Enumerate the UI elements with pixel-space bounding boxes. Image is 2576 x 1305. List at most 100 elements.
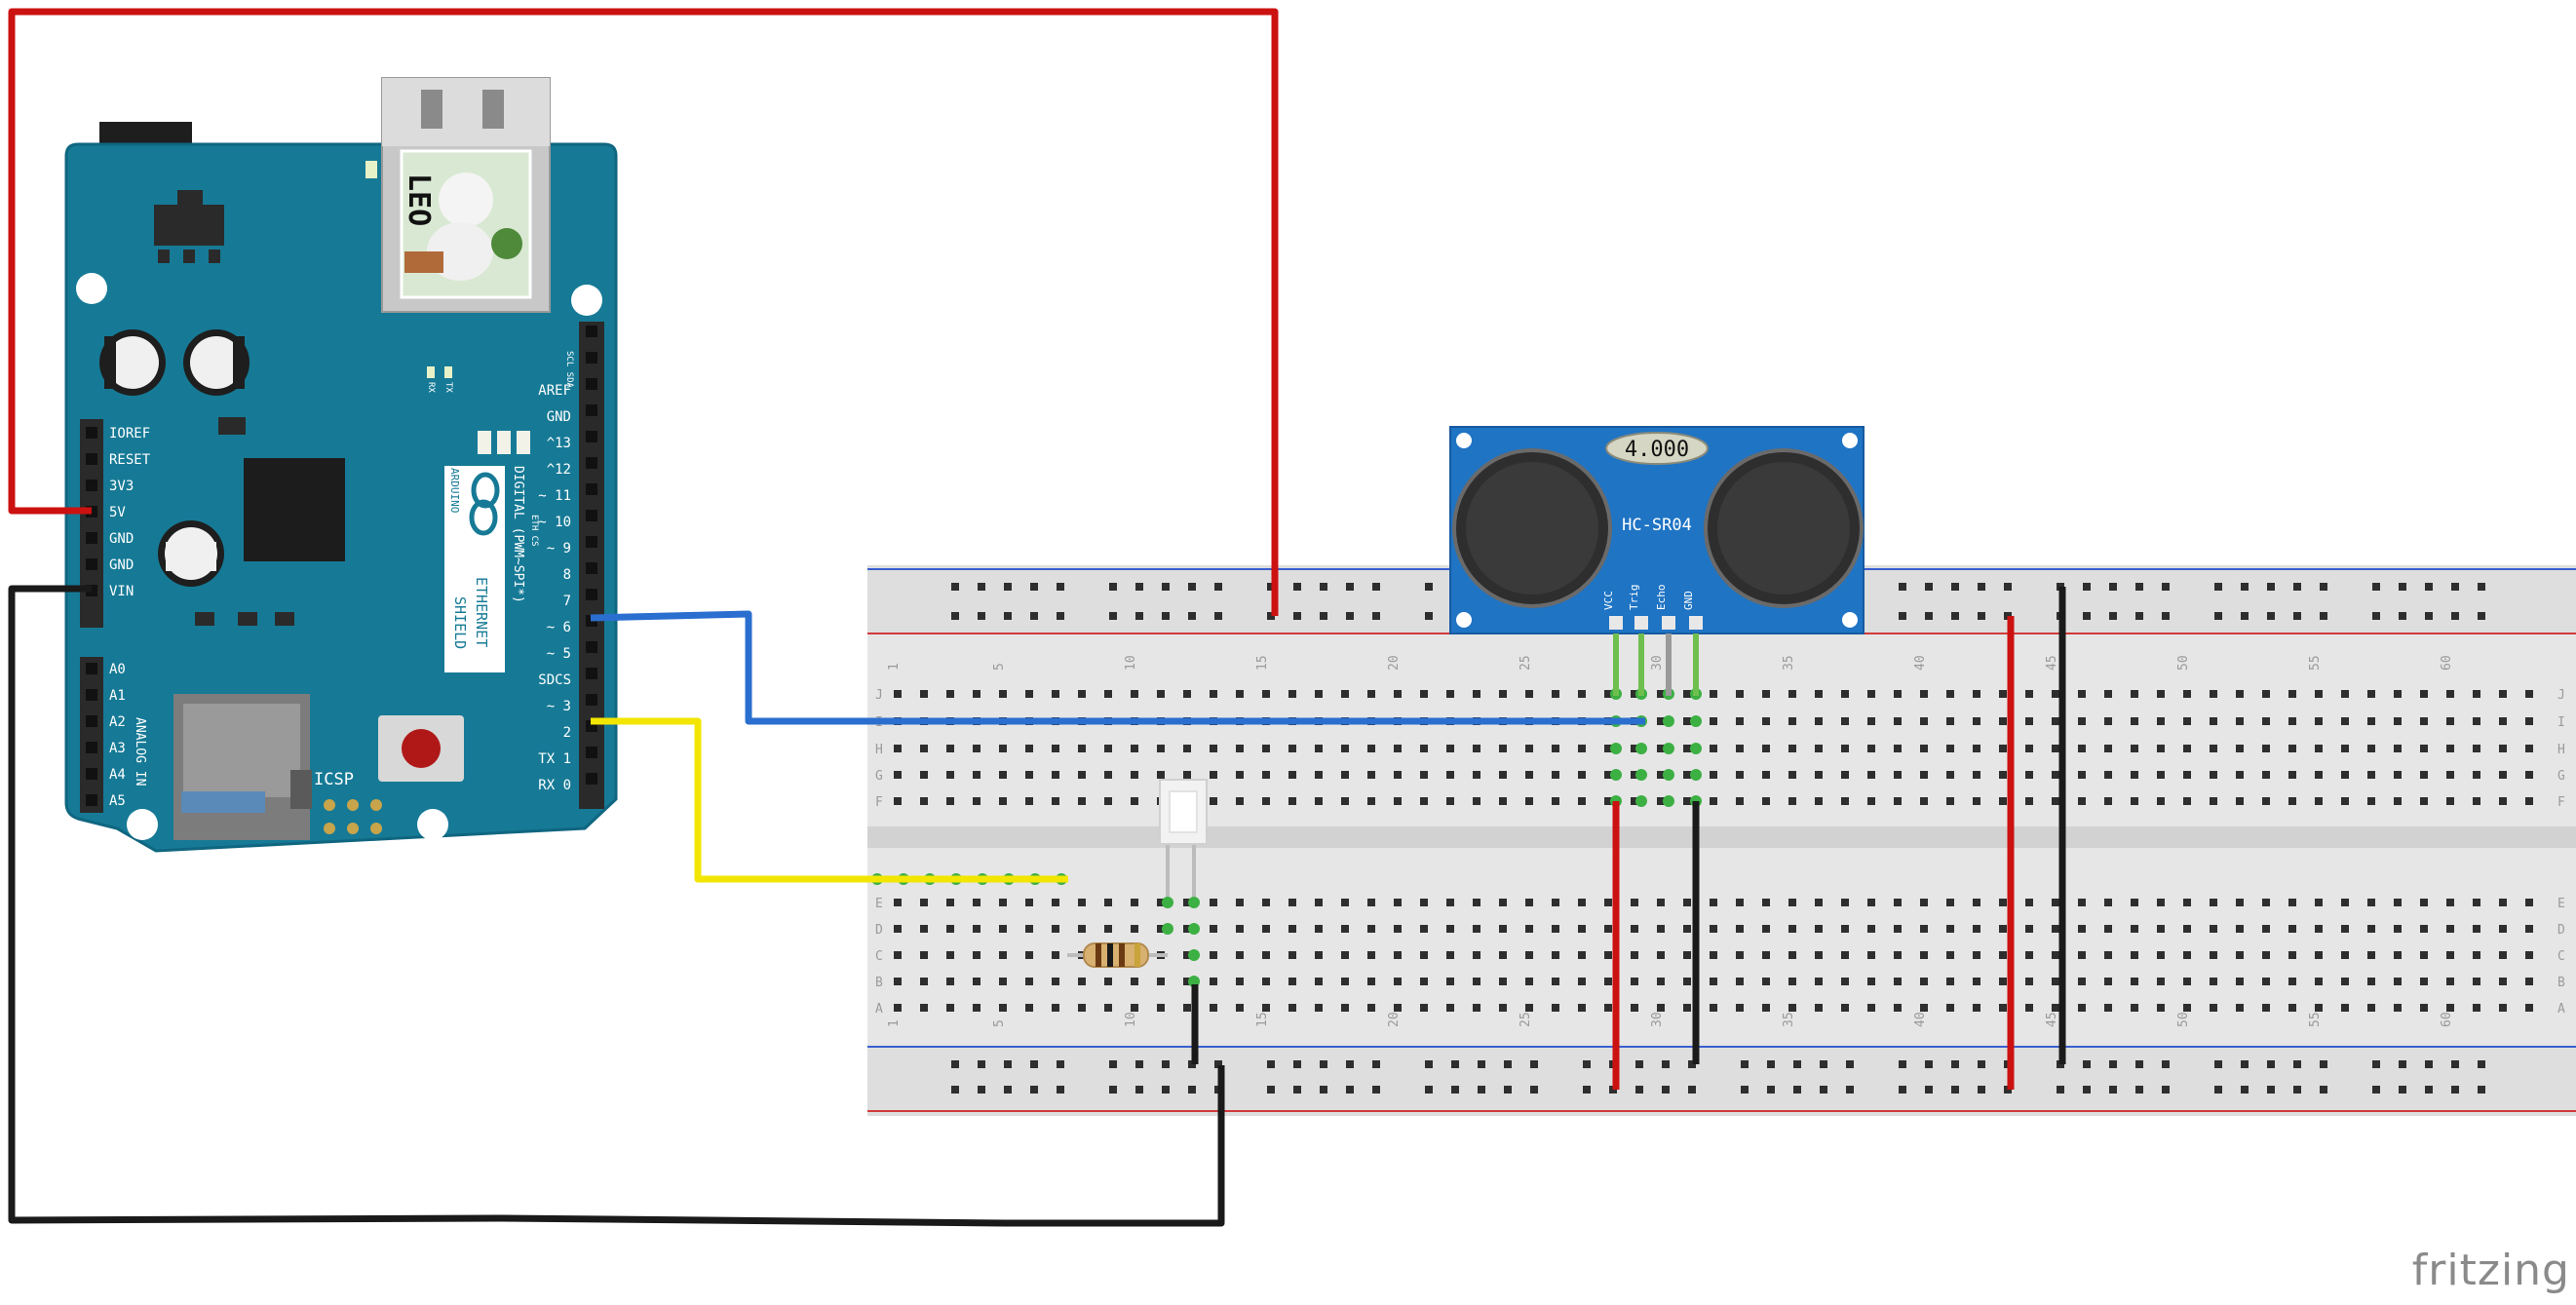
breadboard-hole[interactable]: [2499, 745, 2507, 752]
rail-hole[interactable]: [978, 583, 985, 591]
breadboard-hole[interactable]: [1341, 1004, 1349, 1012]
breadboard-hole[interactable]: [1788, 797, 1796, 805]
rail-hole[interactable]: [1162, 612, 1170, 620]
breadboard-hole[interactable]: [2183, 717, 2191, 725]
rail-hole[interactable]: [2004, 583, 2012, 591]
breadboard-hole[interactable]: [2052, 717, 2059, 725]
header-pin[interactable]: [86, 742, 97, 753]
breadboard-hole[interactable]: [1315, 899, 1323, 906]
breadboard-hole[interactable]: [2210, 745, 2217, 752]
breadboard-hole[interactable]: [2262, 797, 2270, 805]
wire-red-3v3[interactable]: [8, 8, 1279, 616]
header-pin[interactable]: [586, 378, 597, 390]
breadboard-hole[interactable]: [2315, 797, 2323, 805]
breadboard-hole[interactable]: [2525, 925, 2533, 933]
breadboard-hole[interactable]: [1420, 690, 1428, 698]
breadboard-hole[interactable]: [1841, 771, 1849, 779]
breadboard-hole[interactable]: [1367, 771, 1375, 779]
breadboard-hole[interactable]: [2367, 899, 2375, 906]
breadboard-hole[interactable]: [1052, 797, 1059, 805]
breadboard-hole[interactable]: [2236, 978, 2244, 985]
breadboard-hole[interactable]: [973, 925, 980, 933]
breadboard-hole[interactable]: [2262, 717, 2270, 725]
rail-hole[interactable]: [2293, 612, 2301, 620]
breadboard-hole[interactable]: [2078, 771, 2086, 779]
rail-hole[interactable]: [1057, 1086, 1064, 1094]
rail-hole[interactable]: [1109, 612, 1117, 620]
breadboard-hole[interactable]: [2104, 925, 2112, 933]
breadboard-hole[interactable]: [1841, 1004, 1849, 1012]
breadboard-hole[interactable]: [2025, 690, 2033, 698]
breadboard-hole[interactable]: [2420, 925, 2428, 933]
breadboard-hole[interactable]: [1867, 797, 1875, 805]
breadboard-hole[interactable]: [2183, 1004, 2191, 1012]
breadboard-hole[interactable]: [2288, 978, 2296, 985]
rail-hole[interactable]: [1320, 1060, 1327, 1068]
breadboard-hole[interactable]: [1525, 771, 1533, 779]
breadboard-hole[interactable]: [1499, 925, 1507, 933]
breadboard-hole[interactable]: [1473, 899, 1480, 906]
breadboard-hole[interactable]: [999, 1004, 1007, 1012]
breadboard-hole[interactable]: [920, 771, 928, 779]
breadboard-hole[interactable]: [2499, 690, 2507, 698]
breadboard-hole[interactable]: [2236, 717, 2244, 725]
breadboard-hole[interactable]: [1025, 899, 1033, 906]
breadboard-hole[interactable]: [1052, 978, 1059, 985]
rail-hole[interactable]: [2399, 583, 2406, 591]
rail-hole[interactable]: [1267, 1060, 1275, 1068]
breadboard-hole[interactable]: [2210, 771, 2217, 779]
breadboard-hole[interactable]: [1946, 797, 1954, 805]
rail-hole[interactable]: [1057, 612, 1064, 620]
rail-hole[interactable]: [1741, 1060, 1749, 1068]
breadboard-hole[interactable]: [2394, 745, 2402, 752]
breadboard-hole[interactable]: [1710, 1004, 1717, 1012]
breadboard-hole[interactable]: [1710, 951, 1717, 959]
breadboard-hole[interactable]: [2236, 797, 2244, 805]
breadboard-hole[interactable]: [1236, 978, 1244, 985]
breadboard-hole[interactable]: [1499, 797, 1507, 805]
breadboard-hole[interactable]: [2025, 1004, 2033, 1012]
breadboard-hole[interactable]: [2446, 899, 2454, 906]
breadboard-hole[interactable]: [2183, 771, 2191, 779]
breadboard-hole[interactable]: [2525, 690, 2533, 698]
breadboard-hole[interactable]: [2499, 951, 2507, 959]
breadboard-hole[interactable]: [1657, 899, 1665, 906]
breadboard-hole[interactable]: [1657, 690, 1665, 698]
rail-hole[interactable]: [951, 1086, 959, 1094]
rail-hole[interactable]: [2293, 583, 2301, 591]
breadboard-hole[interactable]: [1262, 1004, 1270, 1012]
rail-hole[interactable]: [2451, 612, 2459, 620]
header-pin[interactable]: [86, 768, 97, 780]
rail-hole[interactable]: [978, 1086, 985, 1094]
breadboard-hole[interactable]: [1446, 925, 1454, 933]
rail-hole[interactable]: [2109, 1060, 2117, 1068]
breadboard-hole[interactable]: [2499, 771, 2507, 779]
rail-hole[interactable]: [1109, 583, 1117, 591]
breadboard-hole[interactable]: [1631, 771, 1638, 779]
breadboard-hole[interactable]: [1683, 899, 1691, 906]
breadboard-hole[interactable]: [1262, 925, 1270, 933]
breadboard-hole[interactable]: [894, 1004, 902, 1012]
breadboard-hole[interactable]: [1710, 899, 1717, 906]
breadboard-hole[interactable]: [2499, 797, 2507, 805]
breadboard-hole[interactable]: [2420, 899, 2428, 906]
rail-hole[interactable]: [1978, 612, 1985, 620]
breadboard-hole[interactable]: [1657, 745, 1665, 752]
breadboard-hole[interactable]: [2183, 978, 2191, 985]
breadboard-hole[interactable]: [2131, 1004, 2138, 1012]
breadboard-hole[interactable]: [2236, 951, 2244, 959]
breadboard-hole[interactable]: [2499, 1004, 2507, 1012]
breadboard-hole[interactable]: [1157, 1004, 1165, 1012]
rail-hole[interactable]: [1425, 1060, 1433, 1068]
breadboard-hole[interactable]: [946, 978, 954, 985]
rail-hole[interactable]: [1346, 1060, 1354, 1068]
rail-hole[interactable]: [1662, 1086, 1670, 1094]
breadboard-hole[interactable]: [1052, 690, 1059, 698]
rail-hole[interactable]: [2425, 612, 2433, 620]
breadboard-hole[interactable]: [1710, 745, 1717, 752]
breadboard-hole[interactable]: [2525, 771, 2533, 779]
breadboard-hole[interactable]: [1262, 951, 1270, 959]
rail-hole[interactable]: [1978, 1060, 1985, 1068]
breadboard-hole[interactable]: [1210, 925, 1217, 933]
breadboard-hole[interactable]: [1946, 690, 1954, 698]
